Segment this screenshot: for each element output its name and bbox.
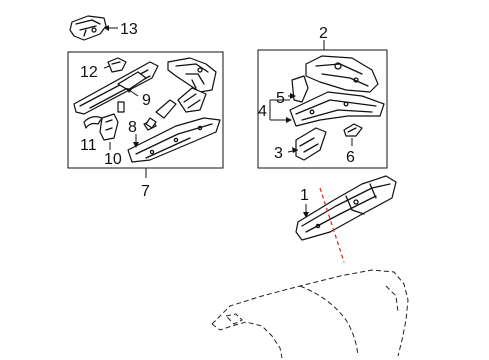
callout-13: 13 [120,21,138,38]
part-4-rail [289,91,385,127]
part-5-bracket [291,75,309,103]
part-13-bracket [69,15,107,41]
fender-outline [211,269,409,359]
callout-2: 2 [319,25,328,42]
leader-12 [103,65,111,69]
callout-11: 11 [80,137,97,154]
part-9-rail [73,61,159,115]
part-10-bracket [99,113,119,141]
part-8-frame-member [127,117,221,163]
part-7-small-clip [145,117,157,129]
part-3-bracket [295,127,327,161]
callout-4: 4 [258,103,267,120]
part-6-clip [343,123,363,137]
arrow-9 [126,88,132,93]
arrow-1 [303,212,309,218]
callout-12: 12 [80,64,98,81]
callout-8: 8 [128,119,137,136]
callout-7: 7 [141,183,150,200]
arrow-13 [104,25,109,31]
callout-6: 6 [346,149,355,166]
arrow-3 [292,147,298,153]
callout-10: 10 [104,151,122,168]
part-7-block [117,101,125,113]
arrow-4 [286,117,292,123]
part-2-apron [305,55,379,93]
callout-9: 9 [142,92,151,109]
part-7-mid-bracket [177,87,207,113]
callout-5: 5 [276,90,285,107]
part-7-small-plate [155,99,177,119]
group-box-4 [257,49,388,169]
part-1-rail-assembly [295,175,397,241]
cut-line [319,187,345,263]
callout-3: 3 [274,145,283,162]
arrow-5 [290,93,296,99]
part-7-upper-bracket [167,57,217,93]
part-12-bracket [107,57,127,73]
arrow-8 [133,142,139,148]
callout-1: 1 [300,187,309,204]
part-11-strip [83,116,103,129]
